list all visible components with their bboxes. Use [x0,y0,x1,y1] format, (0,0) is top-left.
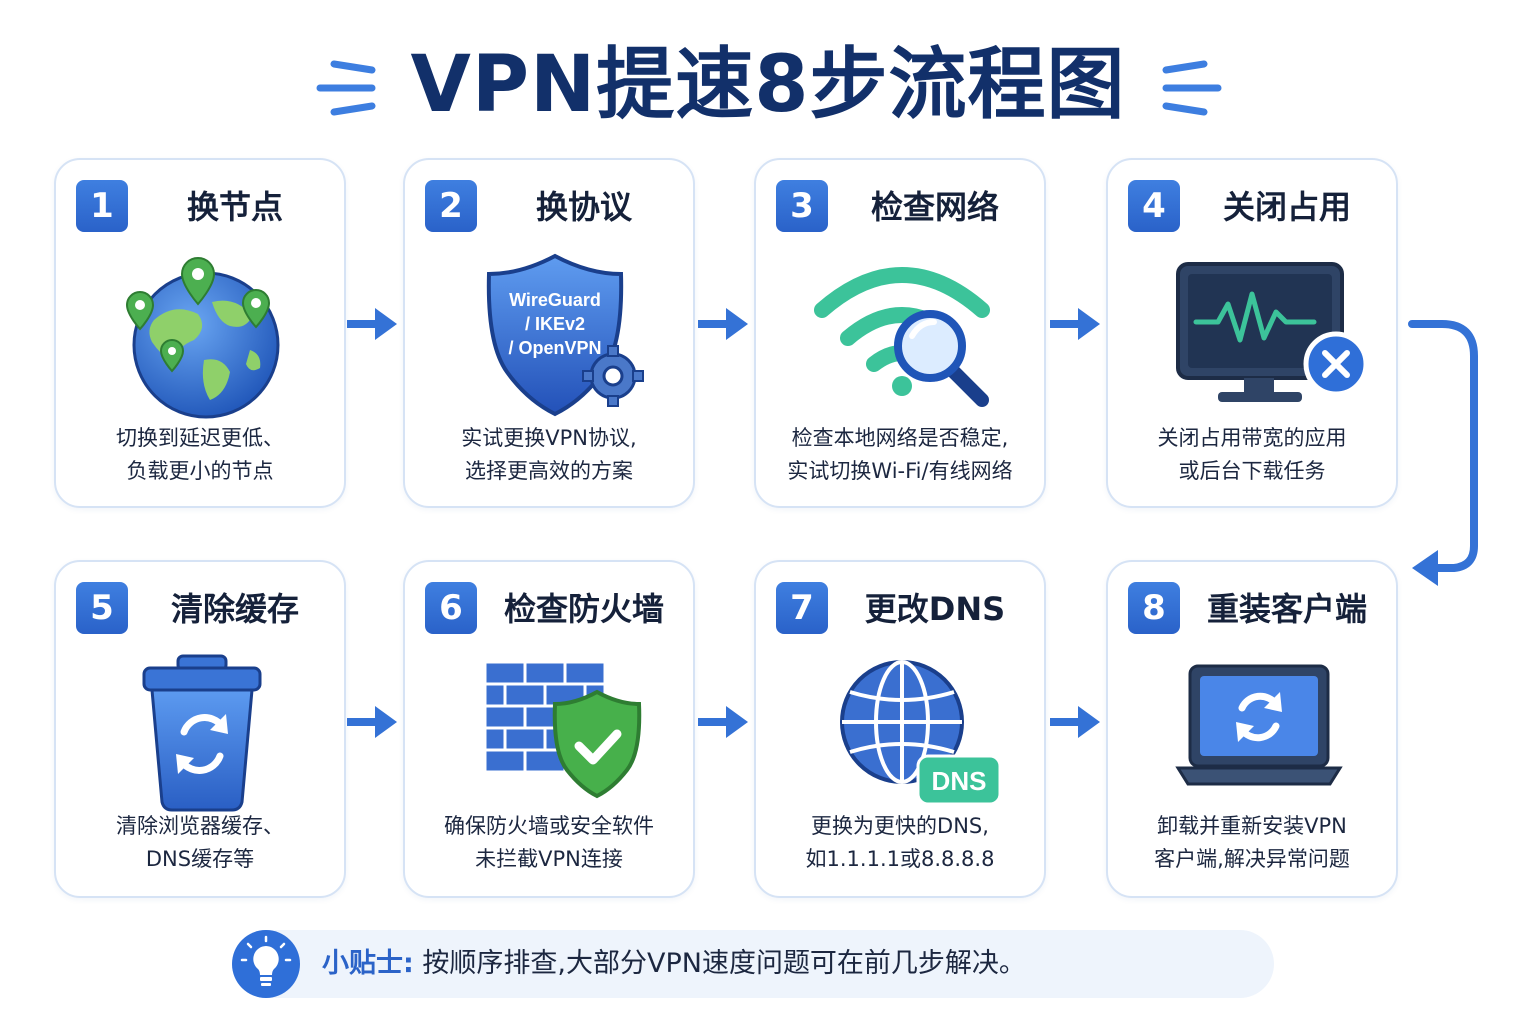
step-description: 卸载并重新安装VPN 客户端,解决异常问题 [1154,814,1350,871]
step-number-badge: 5 [76,582,128,634]
step-title: 换协议 [535,188,632,226]
globe-dns-icon: DNS [840,660,1002,806]
trash-refresh-icon [142,654,262,812]
tip-content: 按顺序排查,大部分VPN速度问题可在前几步解决。 [422,948,1026,979]
step-description: 切换到延迟更低、 负载更小的节点 [116,426,284,483]
step-card-5: 5 清除缓存 清除浏览器缓存、 DNS缓存等 [54,560,346,898]
step-card-2: 2 换协议 WireGuard / IKEv2 / OpenVPN 实试更换VP… [403,158,695,508]
shield-gear-icon: WireGuard / IKEv2 / OpenVPN [486,253,644,417]
arrow-right-icon [1050,308,1100,340]
step-title: 重装客户端 [1206,590,1367,628]
dns-badge-text: DNS [932,766,987,796]
laptop-refresh-icon [1175,664,1343,786]
page-title: VPN提速8步流程图 [410,40,1126,130]
loop-arrow-icon [1408,320,1478,586]
tip-bar [232,930,1274,998]
step-description: 确保防火墙或安全软件 未拦截VPN连接 [444,814,654,871]
step-title: 关闭占用 [1222,188,1351,226]
step-description: 实试更换VPN协议, 选择更高效的方案 [461,426,637,483]
step-description: 检查本地网络是否稳定, 实试切换Wi-Fi/有线网络 [787,426,1013,483]
step-title: 清除缓存 [170,590,299,628]
step-number-badge: 2 [425,180,477,232]
step-description: 关闭占用带宽的应用 或后台下载任务 [1157,426,1347,483]
protocol-text: / IKEv2 [525,314,585,334]
step-number-badge: 8 [1128,582,1180,634]
step-title: 检查网络 [870,188,999,226]
step-number-badge: 3 [776,180,828,232]
step-description: 更换为更快的DNS, 如1.1.1.1或8.8.8.8 [805,814,995,871]
step-card-8: 8 重装客户端 卸载并重新安装VPN 客户端,解决异常问题 [1106,560,1398,898]
step-card-6: 6 检查防火墙 确保防火墙或安全软件 未拦截VPN连接 [403,560,695,898]
arrow-right-icon [347,706,397,738]
step-card-3: 3 检查网络 检查本地网络是否稳定, 实试切换Wi-Fi/有线网络 [754,158,1046,508]
arrow-right-icon [698,706,748,738]
protocol-text: / OpenVPN [508,338,601,358]
step-title: 更改DNS [864,590,1006,628]
speed-lines-left-icon [316,60,376,116]
globe-pins-icon [125,256,280,419]
title-area: VPN提速8步流程图 [0,30,1536,140]
step-number-badge: 7 [776,582,828,634]
wifi-magnifier-icon [814,267,990,407]
arrow-right-icon [347,308,397,340]
firewall-shield-icon [483,660,642,799]
step-number-badge: 1 [76,180,128,232]
step-title: 换节点 [186,188,283,226]
speed-lines-right-icon [1162,60,1222,116]
tip-text: 小贴士: 按顺序排查,大部分VPN速度问题可在前几步解决。 [322,930,1026,998]
arrow-right-icon [698,308,748,340]
step-title: 检查防火墙 [503,590,664,628]
arrow-right-icon [1050,706,1100,738]
step-card-4: 4 关闭占用 关闭占用带宽的应用 或后台下载任务 [1106,158,1398,508]
lightbulb-icon [232,930,300,998]
monitor-close-icon [1176,262,1364,402]
step-number-badge: 4 [1128,180,1180,232]
step-number-badge: 6 [425,582,477,634]
step-description: 清除浏览器缓存、 DNS缓存等 [116,814,284,871]
step-card-1: 1 换节点 切换到延迟更低、 负载更小的节点 [54,158,346,508]
tip-label: 小贴士: [322,948,414,979]
protocol-text: WireGuard [509,290,601,310]
step-card-7: 7 更改DNS DNS 更换为更快的DNS, 如1.1.1.1或8.8.8.8 [754,560,1046,898]
